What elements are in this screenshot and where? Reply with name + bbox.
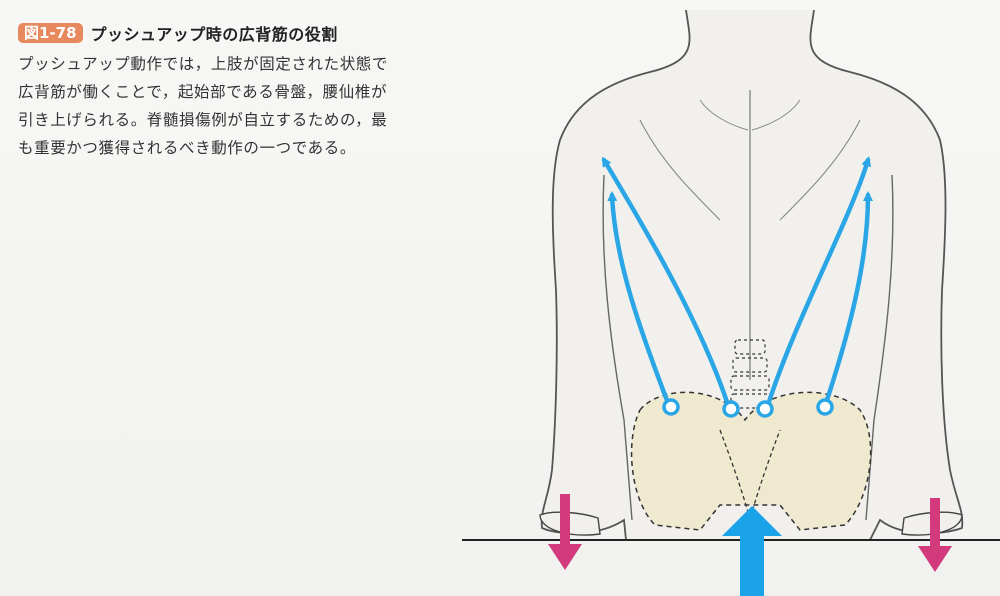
- lat-arrow-left-outer: [607, 191, 671, 406]
- latissimus-arrows: [601, 156, 873, 408]
- lumbar-vertebrae: [730, 339, 770, 409]
- right-torso-line: [865, 174, 894, 521]
- lat-arrow-right-outer: [823, 191, 873, 406]
- neck-right-line: [751, 99, 801, 131]
- right-scapula-line: [779, 119, 861, 221]
- left-force-shaft: [560, 494, 570, 546]
- left-force-arrow-icon: [548, 544, 582, 570]
- figure-description: プッシュアップ動作では，上肢が固定された状態で広背筋が働くことで，起始部である骨…: [18, 55, 388, 157]
- muscle-origin-points: [662, 398, 834, 418]
- downward-force-arrows: [548, 494, 952, 572]
- lat-arrow-right-inner: [765, 156, 872, 408]
- push-arrow-icon: [722, 506, 782, 596]
- figure-header: 図1-78 プッシュアップ時の広背筋の役割: [18, 20, 398, 46]
- neck-left-line: [699, 99, 749, 131]
- upward-push-arrow: [722, 506, 782, 596]
- figure-caption: 図1-78 プッシュアップ時の広背筋の役割 プッシュアップ動作では，上肢が固定さ…: [18, 20, 398, 162]
- lat-arrow-left-inner: [601, 156, 731, 408]
- left-torso-line: [602, 174, 633, 521]
- pelvis: [630, 391, 872, 531]
- figure-number-badge: 図1-78: [18, 23, 83, 43]
- left-scapula-line: [639, 119, 721, 221]
- right-force-shaft: [930, 498, 940, 548]
- figure-title: プッシュアップ時の広背筋の役割: [90, 25, 338, 44]
- right-force-arrow-icon: [918, 546, 952, 572]
